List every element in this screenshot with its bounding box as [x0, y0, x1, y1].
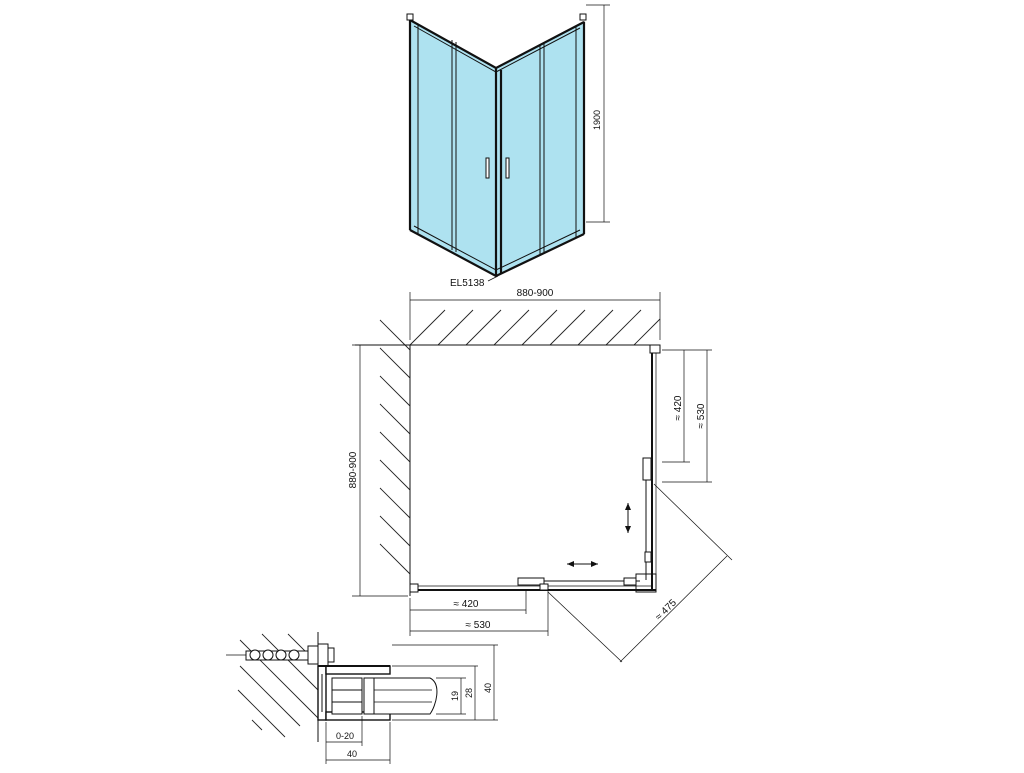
detail-height-label: 40 [483, 683, 493, 693]
left-door-handle [485, 157, 490, 179]
product-code: EL5138 [450, 278, 485, 289]
plan-width-label: 880-900 [517, 288, 554, 299]
left-wall-hatch [379, 319, 411, 575]
bottom-opening-label: ≈ 420 [454, 599, 479, 610]
right-opening-label: ≈ 420 [673, 395, 684, 420]
plan-view: 880-900 880-900 ≈ 420 ≈ 530 ≈ 420 ≈ 530 … [348, 288, 733, 663]
plan-depth-label: 880-900 [348, 451, 359, 488]
perspective-height-label: 1900 [592, 110, 602, 130]
perspective-view: 1900 EL5138 [406, 4, 610, 289]
diagonal-label: ≈ 475 [654, 597, 680, 623]
top-wall-hatch [409, 309, 661, 346]
right-door-handle [505, 157, 510, 179]
profile-detail: 19 28 40 0-20 40 [226, 632, 498, 764]
detail-depth-label: 28 [464, 688, 474, 698]
detail-wall-hatch [237, 633, 319, 738]
bottom-panel-label: ≈ 530 [466, 620, 491, 631]
detail-width-label: 40 [347, 749, 357, 759]
wall-profile [317, 665, 438, 721]
wall-anchor-screw [226, 643, 335, 667]
detail-adjust-label: 0-20 [336, 731, 354, 741]
right-panel-label: ≈ 530 [696, 403, 707, 428]
detail-profile-label: 19 [450, 691, 460, 701]
